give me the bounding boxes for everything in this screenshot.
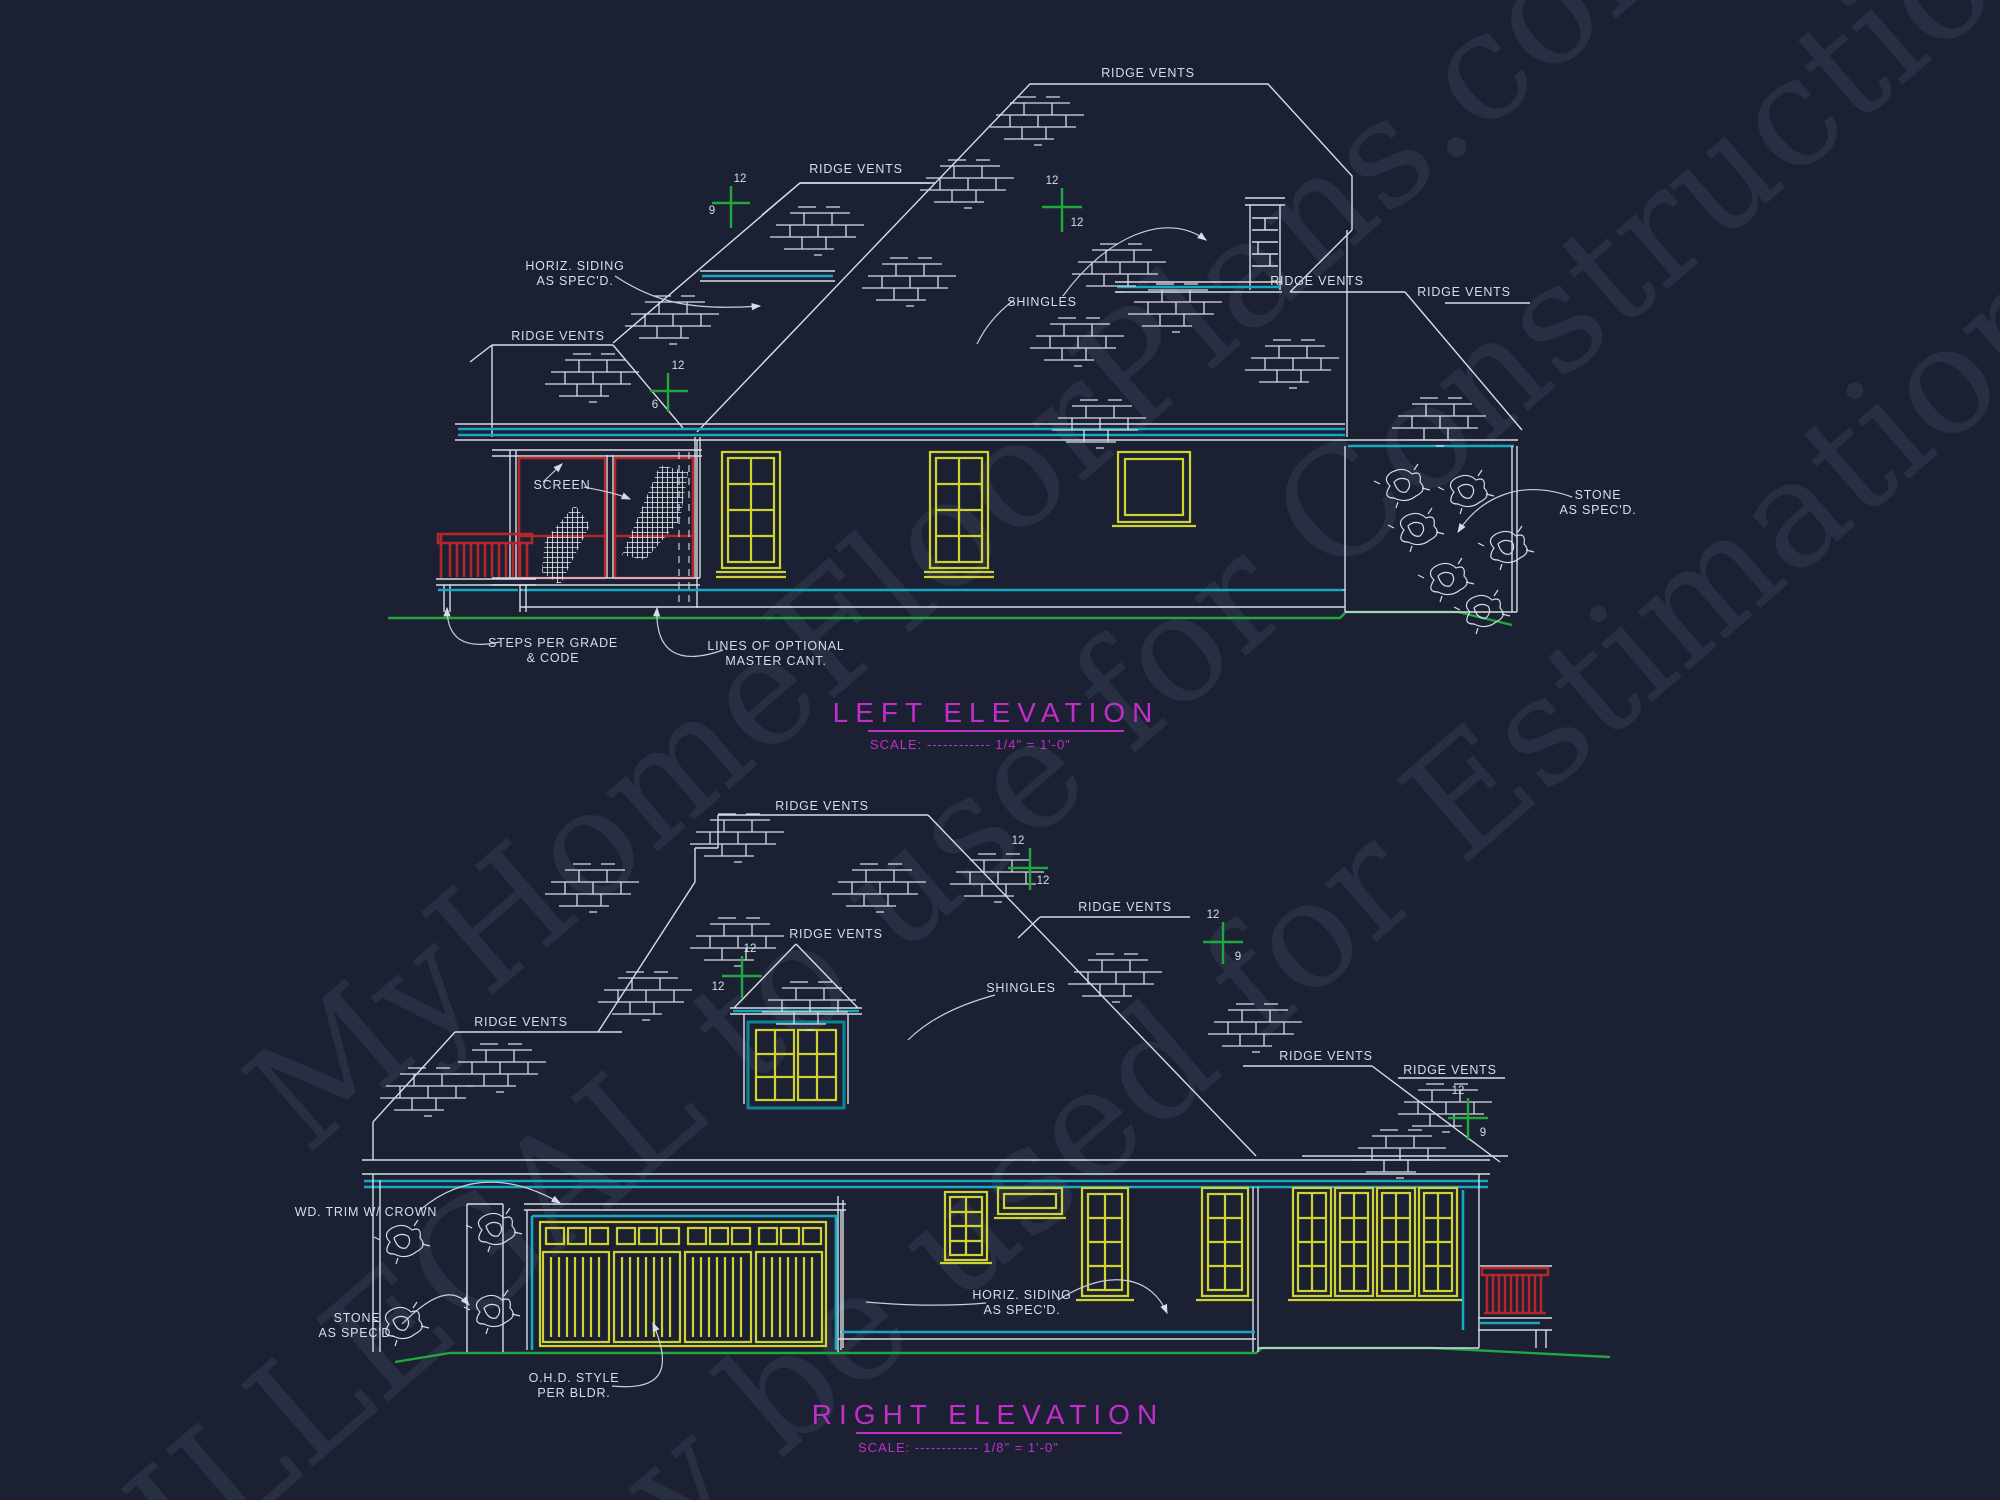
ohd-label: O.H.D. STYLE: [529, 1371, 620, 1385]
square-window: [1112, 450, 1196, 528]
window: [716, 450, 786, 579]
horiz-siding-label: HORIZ. SIDING: [972, 1288, 1071, 1302]
pitch-rise: 12: [1037, 875, 1050, 887]
stone-label: AS SPEC'D.: [1559, 503, 1636, 517]
eave-trim-cyan: [364, 1179, 1488, 1189]
window: [1196, 1186, 1254, 1302]
stone-wall: [1345, 446, 1535, 635]
steps-label: & CODE: [527, 651, 580, 665]
shingles-label: SHINGLES: [1007, 295, 1077, 309]
pitch-rise: 6: [652, 399, 658, 411]
pitch-marker: 12 9: [1203, 909, 1243, 964]
leader-lines: [401, 994, 1168, 1388]
pitch-rise: 9: [709, 205, 715, 217]
leader-lines: [443, 227, 1573, 657]
pitch-rise: 9: [1480, 1127, 1486, 1139]
horiz-siding-label: AS SPEC'D.: [536, 274, 613, 288]
roof-outline: [372, 814, 1505, 1163]
horiz-siding-label: AS SPEC'D.: [983, 1303, 1060, 1317]
window-set: [1288, 1186, 1462, 1302]
left-elevation-drawing: 12 9 12 12 12 6: [388, 66, 1636, 752]
main-wall: [520, 440, 1346, 612]
transom-window: [994, 1186, 1066, 1220]
stone-label: AS SPEC'D.: [318, 1326, 395, 1340]
ridge-vents-label: RIDGE VENTS: [809, 162, 903, 176]
master-cant-label: MASTER CANT.: [725, 654, 826, 668]
right-elevation-scale: SCALE: ------------ 1/8" = 1'-0": [858, 1440, 1059, 1455]
ridge-vents-label: RIDGE VENTS: [775, 799, 869, 813]
screen-label: SCREEN: [534, 478, 591, 492]
chimney: [1245, 197, 1285, 290]
pitch-marker: 12 6: [650, 360, 688, 412]
grade-line: [388, 610, 1513, 627]
ohd-label: PER BLDR.: [537, 1386, 610, 1400]
horiz-siding-label: HORIZ. SIDING: [525, 259, 624, 273]
ridge-vents-label: RIDGE VENTS: [1078, 900, 1172, 914]
shingles-label: SHINGLES: [986, 981, 1056, 995]
pitch-marker: 12 12: [1042, 175, 1083, 232]
pitch-run: 12: [1012, 835, 1025, 847]
pitch-run: 12: [1207, 909, 1220, 921]
wd-trim-label: WD. TRIM W/ CROWN: [295, 1205, 438, 1219]
roof-outline: [469, 83, 1530, 437]
pitch-run: 12: [744, 943, 757, 955]
right-elevation-drawing: 12 12 12 9 12 12 12 9: [295, 799, 1611, 1455]
shingle-hatch-group: [379, 813, 1493, 1179]
deck-railing: [436, 532, 536, 612]
pitch-marker: 12 9: [709, 173, 750, 228]
window: [1076, 1186, 1134, 1302]
dormer-window-frame: [746, 1020, 846, 1110]
pitch-rise: 12: [712, 981, 725, 993]
window: [924, 450, 994, 579]
pitch-marker: 12 12: [712, 943, 762, 998]
ridge-vents-label: RIDGE VENTS: [1279, 1049, 1373, 1063]
eave-band: [362, 1159, 1490, 1175]
mid-band: [700, 270, 835, 282]
wing-eave: [1115, 281, 1282, 293]
ridge-vents-label: RIDGE VENTS: [511, 329, 605, 343]
eave-trim-cyan: [458, 427, 1345, 437]
left-elevation-scale: SCALE: ------------ 1/4" = 1'-0": [870, 737, 1071, 752]
wall-trim-cyan: [840, 1190, 1465, 1334]
ridge-vents-label: RIDGE VENTS: [789, 927, 883, 941]
garage: [372, 1203, 846, 1350]
pitch-rise: 12: [1071, 217, 1084, 229]
dormer-window: [754, 1028, 838, 1102]
deck-railing: [1478, 1265, 1552, 1348]
window: [940, 1190, 992, 1265]
ridge-vents-label: RIDGE VENTS: [474, 1015, 568, 1029]
screen-porch: [492, 437, 702, 606]
pitch-run: 12: [1046, 175, 1059, 187]
ridge-vents-label: RIDGE VENTS: [1270, 274, 1364, 288]
pitch-run: 12: [1452, 1085, 1465, 1097]
steps-label: STEPS PER GRADE: [488, 636, 618, 650]
pitch-marker: 12 9: [1448, 1085, 1488, 1140]
master-cant-label: LINES OF OPTIONAL: [707, 639, 844, 653]
right-elevation-title: RIGHT ELEVATION: [812, 1399, 1164, 1430]
pitch-run: 12: [672, 360, 685, 372]
ridge-vents-label: RIDGE VENTS: [1101, 66, 1195, 80]
stone-label: STONE: [334, 1311, 381, 1325]
ridge-vents-label: RIDGE VENTS: [1403, 1063, 1497, 1077]
screen-mesh: [622, 465, 688, 560]
stone-label: STONE: [1575, 488, 1622, 502]
pitch-rise: 9: [1235, 951, 1241, 963]
garage-door: [538, 1220, 828, 1348]
eave-band: [455, 423, 1345, 441]
dormer: [730, 943, 862, 1110]
ridge-vents-label: RIDGE VENTS: [1417, 285, 1511, 299]
screen-mesh: [542, 505, 590, 585]
shingle-hatch-group: [544, 96, 1487, 449]
grade-line: [394, 1346, 1611, 1364]
pitch-marker: 12 12: [1008, 835, 1049, 890]
walls: [372, 1174, 1480, 1352]
left-elevation-title: LEFT ELEVATION: [833, 697, 1160, 728]
pitch-run: 12: [734, 173, 747, 185]
